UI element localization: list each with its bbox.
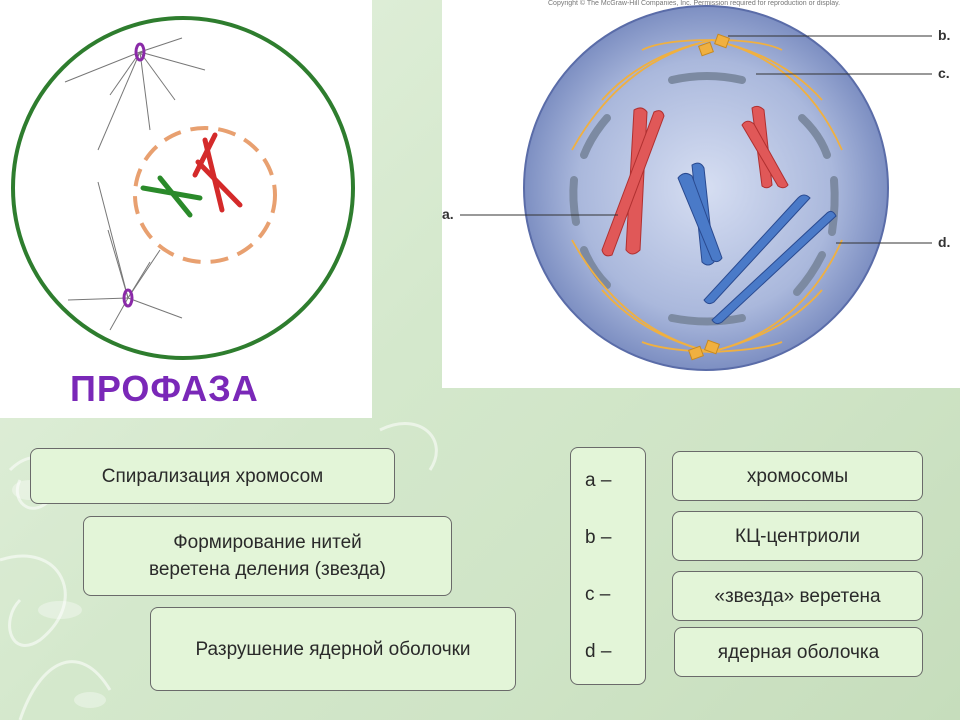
centriole-pair-top	[698, 33, 730, 57]
cell-membrane	[11, 16, 355, 360]
answer-box-chromosomes: хромосомы	[672, 451, 923, 501]
answer-box-nuclear-envelope: ядерная оболочка	[674, 627, 923, 677]
process-text-envelope-destruction: Разрушение ядерной оболочки	[195, 638, 471, 660]
prophase-diagram	[11, 16, 355, 360]
chromosome-red-small	[741, 105, 789, 189]
letter-c: c –	[585, 584, 611, 605]
nuclear-envelope-fragments	[569, 72, 839, 326]
chromosome-red-large	[601, 107, 665, 257]
prophase-title: ПРОФАЗА	[70, 368, 259, 409]
label-c: c.	[938, 65, 950, 81]
centriole-top	[134, 42, 146, 62]
centriole-pair-bottom	[688, 339, 720, 361]
letter-b: b –	[585, 527, 612, 548]
process-text-spiralization: Спирализация хромосом	[101, 465, 324, 487]
chromosome-blue-small	[677, 162, 723, 266]
label-b: b.	[938, 27, 951, 43]
chromosome-blue-large	[703, 194, 837, 325]
chromosome-green	[140, 175, 203, 218]
letter-a: a –	[585, 470, 612, 491]
letter-d: d –	[585, 641, 612, 662]
labelled-cell-diagram	[460, 5, 932, 371]
process-text-spindle-formation: Формирование нитей веретена деления (зве…	[148, 532, 387, 580]
labelled-cell-figure: Copyright © The McGraw-Hill Companies, I…	[442, 0, 960, 388]
label-d: d.	[938, 234, 951, 250]
prophase-figure: ПРОФАЗА	[0, 0, 372, 418]
letters-column: a – b – c – d –	[570, 447, 646, 685]
process-box-envelope-destruction: Разрушение ядерной оболочки	[150, 607, 516, 691]
answer-text-spindle-star: «звезда» веретена	[714, 585, 881, 607]
chromosome-red	[192, 132, 243, 213]
answer-text-chromosomes: хромосомы	[746, 465, 849, 487]
spindle-rays-bottom	[67, 181, 183, 331]
answer-text-nuclear-envelope: ядерная оболочка	[717, 641, 880, 663]
copyright-notice: Copyright © The McGraw-Hill Companies, I…	[548, 0, 841, 7]
process-box-spiralization: Спирализация хромосом	[30, 448, 395, 504]
process-box-spindle-formation: Формирование нитей веретена деления (зве…	[83, 516, 452, 596]
spindle-fibers	[571, 39, 843, 353]
answer-box-centrioles: КЦ-центриоли	[672, 511, 923, 561]
answer-text-centrioles: КЦ-центриоли	[735, 525, 860, 547]
spindle-rays-top	[64, 37, 206, 151]
nuclear-envelope	[133, 126, 277, 264]
label-lines	[460, 35, 932, 244]
centriole-bottom	[122, 288, 134, 308]
answer-box-spindle-star: «звезда» веретена	[672, 571, 923, 621]
label-a: a.	[442, 206, 454, 222]
